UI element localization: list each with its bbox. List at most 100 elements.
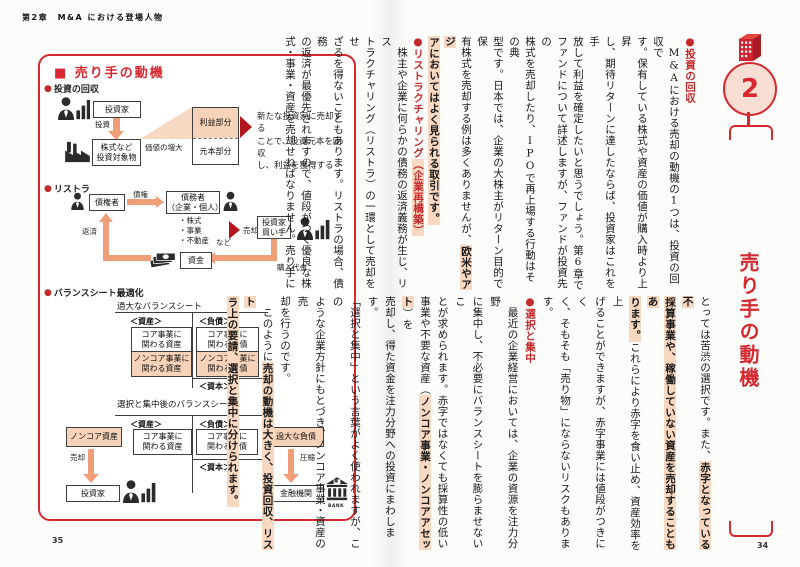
text-column: 放して利益を確定したいと思うでしょう。第6章で <box>572 36 584 291</box>
text-column: 事業や不要な資産（ノンコア事業・ノンコアアセット）を <box>401 296 431 550</box>
money-icon <box>150 250 177 268</box>
text-column: す。保有している株式や資産の価値が購入時より上昇 <box>620 36 648 289</box>
compress-arrowhead-icon <box>283 474 299 486</box>
creditor-icon <box>70 192 85 210</box>
text-column: ●選択と集中 <box>524 296 536 364</box>
claim-label: 債権 <box>133 190 148 199</box>
section-bullet-icon: ● <box>44 83 52 94</box>
investor-icon <box>58 96 90 120</box>
text-column: ような企業方針にもとづき、ノンコア事業・資産の売 <box>296 296 327 549</box>
buyer-box: 投資家 買い手 <box>257 216 291 239</box>
text-column: このように売却の動機は大きく、投資回収、リスト <box>244 296 274 550</box>
sell-label: 売却 <box>243 226 258 235</box>
page-spine-shadow <box>372 0 408 567</box>
text-column: とが求められます。赤字ではなくても採算性の低い <box>436 296 449 549</box>
text-column: とっては苦渋の選択です。また、赤字となっている不 <box>681 296 711 550</box>
text-column: 株主や企業に何らかの債務の返済義務が生じ、リス <box>380 36 408 289</box>
article-top-band: ●投資の回収 M&Aにおける売却の動機の1つは、投資の回収です。保有している株式… <box>282 36 698 292</box>
purchase-arrow-vertical <box>271 239 277 256</box>
side-title: 売り手の動機 <box>736 252 760 390</box>
asset-box: 株式など 投資対象物 <box>92 139 141 166</box>
sell-arrowhead-icon <box>240 116 255 138</box>
text-column: げることができますが、赤字事業には値段がつきにく <box>576 296 607 549</box>
section-bullet-icon: ● <box>44 183 52 194</box>
bs2-liabilities-header: ＜負債＞ <box>199 420 231 429</box>
section-label-investment-recovery: ● 投資の回収 <box>44 83 99 96</box>
claim-arrow <box>127 199 156 205</box>
repay-arrow-vertical <box>103 218 109 261</box>
section-label-balance-sheet: ● バランスシート最適化 <box>44 287 144 300</box>
text-column: ●投資の回収 <box>684 36 696 104</box>
invest-arrow-label: 投資 <box>95 120 110 129</box>
compress-label: 圧縮 <box>300 453 315 462</box>
text-column: 型です。日本では、企業の大株主がリターン目的で保 <box>476 36 504 289</box>
text-column: 株式を売却したり、IPOで再上場する行動はその典 <box>508 36 536 283</box>
debtor-icon <box>222 191 239 211</box>
diagram-title: ■ 売り手の動機 <box>54 66 165 81</box>
bank-yen-mark: ¥ <box>334 478 339 485</box>
profit-principal-box: 利益部分 元本部分 <box>192 107 239 165</box>
page-number-left: 35 <box>52 536 64 545</box>
bracket-top <box>729 125 773 140</box>
text-column: ざるを得ないこともあります。リストラの場合、債務 <box>316 36 344 289</box>
text-column: 有株式を売却する例は多くありませんが、欧米やアジ <box>444 36 472 290</box>
sell-arrowhead-down-icon <box>83 474 99 486</box>
bs2-top-line <box>115 415 268 416</box>
text-column: M&Aにおける売却の動機の1つは、投資の回収で <box>652 36 680 284</box>
bs1-title: 過大なバランスシート <box>117 302 202 312</box>
sale-items-list: ・株式 ・事業 ・不動産 <box>179 216 209 246</box>
chapter-header: 第2章 M&A における登場人物 <box>22 13 164 22</box>
article-bottom-band: とっては苦渋の選択です。また、赤字となっている不採算事業や、稼働していない資産を… <box>223 296 713 554</box>
invest-arrow <box>113 118 120 131</box>
bs2-assets-header: ＜資産＞ <box>130 420 162 429</box>
investor-box: 投資家 <box>93 101 141 118</box>
bracket-bottom <box>729 521 773 537</box>
bs1-capital-header: ＜資本＞ <box>199 382 231 391</box>
bs2-title: 選択と集中後のバランスシート <box>117 400 236 410</box>
text-column: ラ上の要請、選択と集中に分けられます。 <box>226 296 239 507</box>
claim-arrowhead-icon <box>156 196 167 208</box>
sale-arrowhead-icon <box>229 221 243 239</box>
page-number-right: 34 <box>757 541 769 550</box>
bs2-core-assets-box: コア事業に 関わる資産 <box>133 429 192 455</box>
repay-label: 返済 <box>82 227 97 236</box>
sell-arrow-down <box>88 449 94 475</box>
badge-stem <box>747 112 750 126</box>
bs1-center-line <box>192 312 193 388</box>
text-column: 「選択と集中」という言葉がよく使われますが、この <box>331 296 362 549</box>
text-column: 最近の企業経営においては、企業の資源を注力分野 <box>489 296 519 549</box>
investor-icon-2 <box>122 479 156 503</box>
bs1-core-assets-box: コア事業に 関わる資産 <box>131 327 192 353</box>
text-column: 採算事業や、稼働していない資産を売却することもあ <box>646 296 676 550</box>
invest-arrowhead-icon <box>108 131 124 143</box>
bank-icon <box>326 477 348 503</box>
bs1-assets-header: ＜資産＞ <box>130 317 162 326</box>
building-icon <box>734 30 764 66</box>
funds-box: 資金 <box>180 252 212 269</box>
text-column: トラクチャリング（リストラ）の一環として売却をせ <box>348 36 376 289</box>
text-column: 却を行うのです。 <box>279 296 291 384</box>
bs1-top-line <box>115 312 268 313</box>
chapter-badge: 2 <box>723 62 777 116</box>
text-column: アにおいてはよく見られる取引です。 <box>428 36 440 225</box>
sell-label-2: 売却 <box>70 453 85 462</box>
text-column: 式・事業・資産を売却せねばなりません。売り手に <box>284 36 296 289</box>
etc-label: など <box>216 238 231 247</box>
text-column: に集中し、不必要にバランスシートを膨らませないこ <box>454 296 484 549</box>
text-column: ファンドについて詳述しますが、ファンドが投資先の <box>540 36 568 289</box>
bs2-capital-header: ＜資本＞ <box>199 463 231 472</box>
text-column: ります。これらにより赤字を食い止め、資産効率を上 <box>611 296 641 551</box>
bs1-noncore-assets-box: ノンコア事業に 関わる資産 <box>131 351 192 377</box>
debtor-box: 債務者 （企業・個人） <box>166 191 223 214</box>
buyer-investor-icon <box>295 216 331 240</box>
text-column: 売却し、得た資金を注力分野への投資にまわします。 <box>366 296 397 538</box>
creditor-box: 債権者 <box>89 194 125 211</box>
bs2-center-line <box>192 415 193 493</box>
section-label-restructuring: ● リストラ <box>44 183 90 196</box>
text-column: ●リストラクチャリング（企業再構築） <box>412 36 424 236</box>
repay-arrow-horizontal <box>103 255 151 261</box>
noncore-asset-box: ノンコア資産 <box>66 427 122 447</box>
bs1-liabilities-header: ＜負債＞ <box>199 317 231 326</box>
principal-part: 元本部分 <box>193 138 238 164</box>
